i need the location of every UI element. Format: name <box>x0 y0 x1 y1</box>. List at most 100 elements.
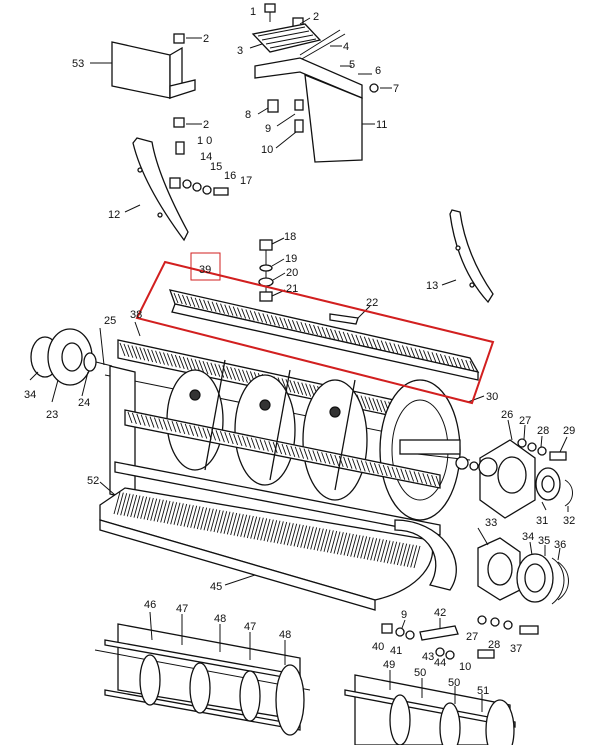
hatch-stroke <box>173 502 181 525</box>
hatch-stroke <box>210 509 218 532</box>
hatch-stroke <box>366 537 374 560</box>
hatch-stroke <box>406 346 411 357</box>
hatch-stroke <box>266 519 274 542</box>
hatch-stroke <box>373 538 381 561</box>
hatch-stroke <box>338 455 344 468</box>
hatch-stroke <box>255 438 261 450</box>
hatch-stroke <box>176 503 184 526</box>
hatch-stroke <box>190 296 196 308</box>
hatch-stroke <box>316 528 324 551</box>
hatch-stroke <box>228 432 234 445</box>
hatch-stroke <box>242 369 248 383</box>
hatch-stroke <box>170 354 177 368</box>
hatch-stroke <box>395 467 401 479</box>
hatch-stroke <box>119 342 126 357</box>
hatch-stroke <box>312 450 318 462</box>
hatch-stroke <box>202 427 208 439</box>
hatch-stroke <box>237 307 242 318</box>
hatch-stroke <box>270 520 278 543</box>
hatch-stroke <box>259 439 265 451</box>
hatch-stroke <box>170 502 178 525</box>
hatch-stroke <box>232 306 238 317</box>
hatch-stroke <box>178 355 185 370</box>
label-2b: 2 <box>203 33 209 45</box>
hatch-stroke <box>422 473 428 485</box>
hatch-stroke <box>277 442 283 455</box>
label-49: 49 <box>383 659 395 671</box>
hatch-stroke <box>171 420 177 433</box>
hatch-stroke <box>343 456 349 468</box>
hatch-stroke <box>182 356 189 370</box>
hatch-stroke <box>400 468 406 480</box>
hatch-stroke <box>310 527 318 550</box>
hatch-stroke <box>250 516 258 539</box>
hatch-stroke <box>291 320 297 331</box>
label-4: 4 <box>343 41 349 53</box>
hatch-stroke <box>386 541 394 564</box>
hatch-stroke <box>435 353 441 364</box>
label-37: 37 <box>510 643 522 655</box>
hatch-stroke <box>427 351 433 362</box>
hatch-stroke <box>263 440 269 452</box>
hatch-stroke <box>293 524 301 547</box>
hatch-stroke <box>350 534 358 557</box>
label-47b: 47 <box>244 621 256 633</box>
hatch-stroke <box>246 515 254 539</box>
hatch-stroke <box>131 345 138 359</box>
label-18: 18 <box>284 231 296 243</box>
hatch-stroke <box>253 517 261 540</box>
hatch-stroke <box>296 321 302 332</box>
hatch-stroke <box>123 493 131 516</box>
label-8: 8 <box>245 109 251 121</box>
hatch-stroke <box>245 309 251 320</box>
hatch-stroke <box>202 360 209 375</box>
hatch-stroke <box>406 544 414 567</box>
hatch-stroke <box>308 323 314 335</box>
hatch-stroke <box>260 518 268 541</box>
label-32: 32 <box>563 515 575 527</box>
side-plate-13 <box>441 209 494 304</box>
label-7: 7 <box>393 83 399 95</box>
label-26: 26 <box>501 409 513 421</box>
hatch-stroke <box>256 517 264 540</box>
bracket-53 <box>90 33 202 128</box>
label-34b: 34 <box>522 531 534 543</box>
label-45: 45 <box>210 581 222 593</box>
hatch-stroke <box>283 522 291 545</box>
hatch-stroke <box>153 499 161 522</box>
hatch-stroke <box>147 348 154 363</box>
hatch-stroke <box>262 313 268 324</box>
hatch-stroke <box>238 368 244 383</box>
hatch-stroke <box>136 413 142 425</box>
hatch-stroke <box>307 449 313 461</box>
hatch-stroke <box>233 513 241 536</box>
hatch-stroke <box>197 426 203 438</box>
label-29: 29 <box>563 425 575 437</box>
hatch-stroke <box>283 318 289 329</box>
hatch-stroke <box>167 420 173 432</box>
hatch-stroke <box>150 498 158 521</box>
hatch-stroke <box>219 431 225 443</box>
threshing-drum <box>104 359 485 536</box>
hatch-stroke <box>196 506 204 530</box>
hatch-stroke <box>140 496 148 519</box>
highlight-part-39 <box>135 252 495 405</box>
label-2c: 2 <box>203 119 209 131</box>
hatch-stroke <box>301 382 308 396</box>
hatch-stroke <box>162 419 168 431</box>
hatch-stroke <box>351 458 357 470</box>
hatch-stroke <box>325 327 331 339</box>
hatch-stroke <box>296 524 304 548</box>
hatch-stroke <box>135 346 142 360</box>
label-2a: 2 <box>313 11 319 23</box>
hatch-stroke <box>226 512 234 535</box>
hatch-stroke <box>213 509 221 533</box>
label-16: 16 <box>224 170 236 182</box>
label-11: 11 <box>376 119 387 131</box>
hatch-stroke <box>266 314 272 325</box>
hatch-stroke <box>410 545 418 568</box>
hatch-stroke <box>334 329 340 341</box>
hatch-stroke <box>385 341 390 352</box>
label-48b: 48 <box>279 629 291 641</box>
right-bearing <box>478 419 573 519</box>
